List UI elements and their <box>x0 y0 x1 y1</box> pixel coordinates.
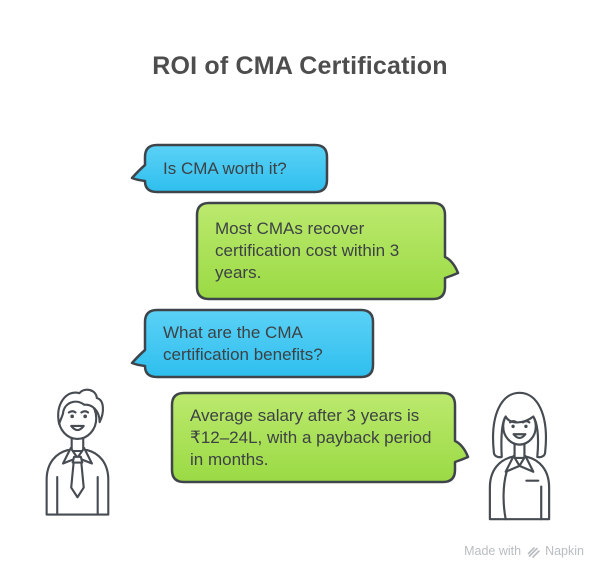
chat-bubble-answer-2: Average salary after 3 years is ₹12–24L,… <box>170 391 470 484</box>
woman-facial-features <box>509 420 531 440</box>
chat-bubble-text: Is CMA worth it? <box>163 158 287 178</box>
speech-bubble-shape <box>195 201 460 301</box>
page-title: ROI of CMA Certification <box>152 52 448 80</box>
woman-illustration <box>488 391 551 521</box>
man-collar <box>61 447 93 465</box>
speech-bubble-shape <box>130 308 375 379</box>
man-illustration <box>45 388 110 516</box>
chat-bubble-question-2: What are the CMA certification benefits? <box>130 308 375 379</box>
speech-bubble-shape <box>130 143 329 194</box>
chat-bubble-question-1: Is CMA worth it? <box>130 143 329 194</box>
woman-collar <box>504 454 535 473</box>
chat-bubble-answer-1: Most CMAs recover certification cost wit… <box>195 201 460 301</box>
watermark-text: Made with <box>464 544 522 558</box>
napkin-logo-icon <box>527 547 540 558</box>
speech-bubble-shape <box>170 391 470 484</box>
woman-hair <box>491 391 548 459</box>
man-facial-features <box>67 410 90 432</box>
chat-bubble-text: What are the CMA certification benefits? <box>163 322 323 364</box>
chat-bubble-text: Average salary after 3 years is ₹12–24L,… <box>190 405 432 469</box>
man-hair <box>57 388 104 426</box>
woman-torso <box>488 455 551 521</box>
napkin-watermark[interactable]: Made with Napkin <box>464 544 584 558</box>
watermark-brand: Napkin <box>545 544 584 558</box>
man-tie <box>70 455 85 499</box>
chat-bubble-text: Most CMAs recover certification cost wit… <box>215 219 400 282</box>
